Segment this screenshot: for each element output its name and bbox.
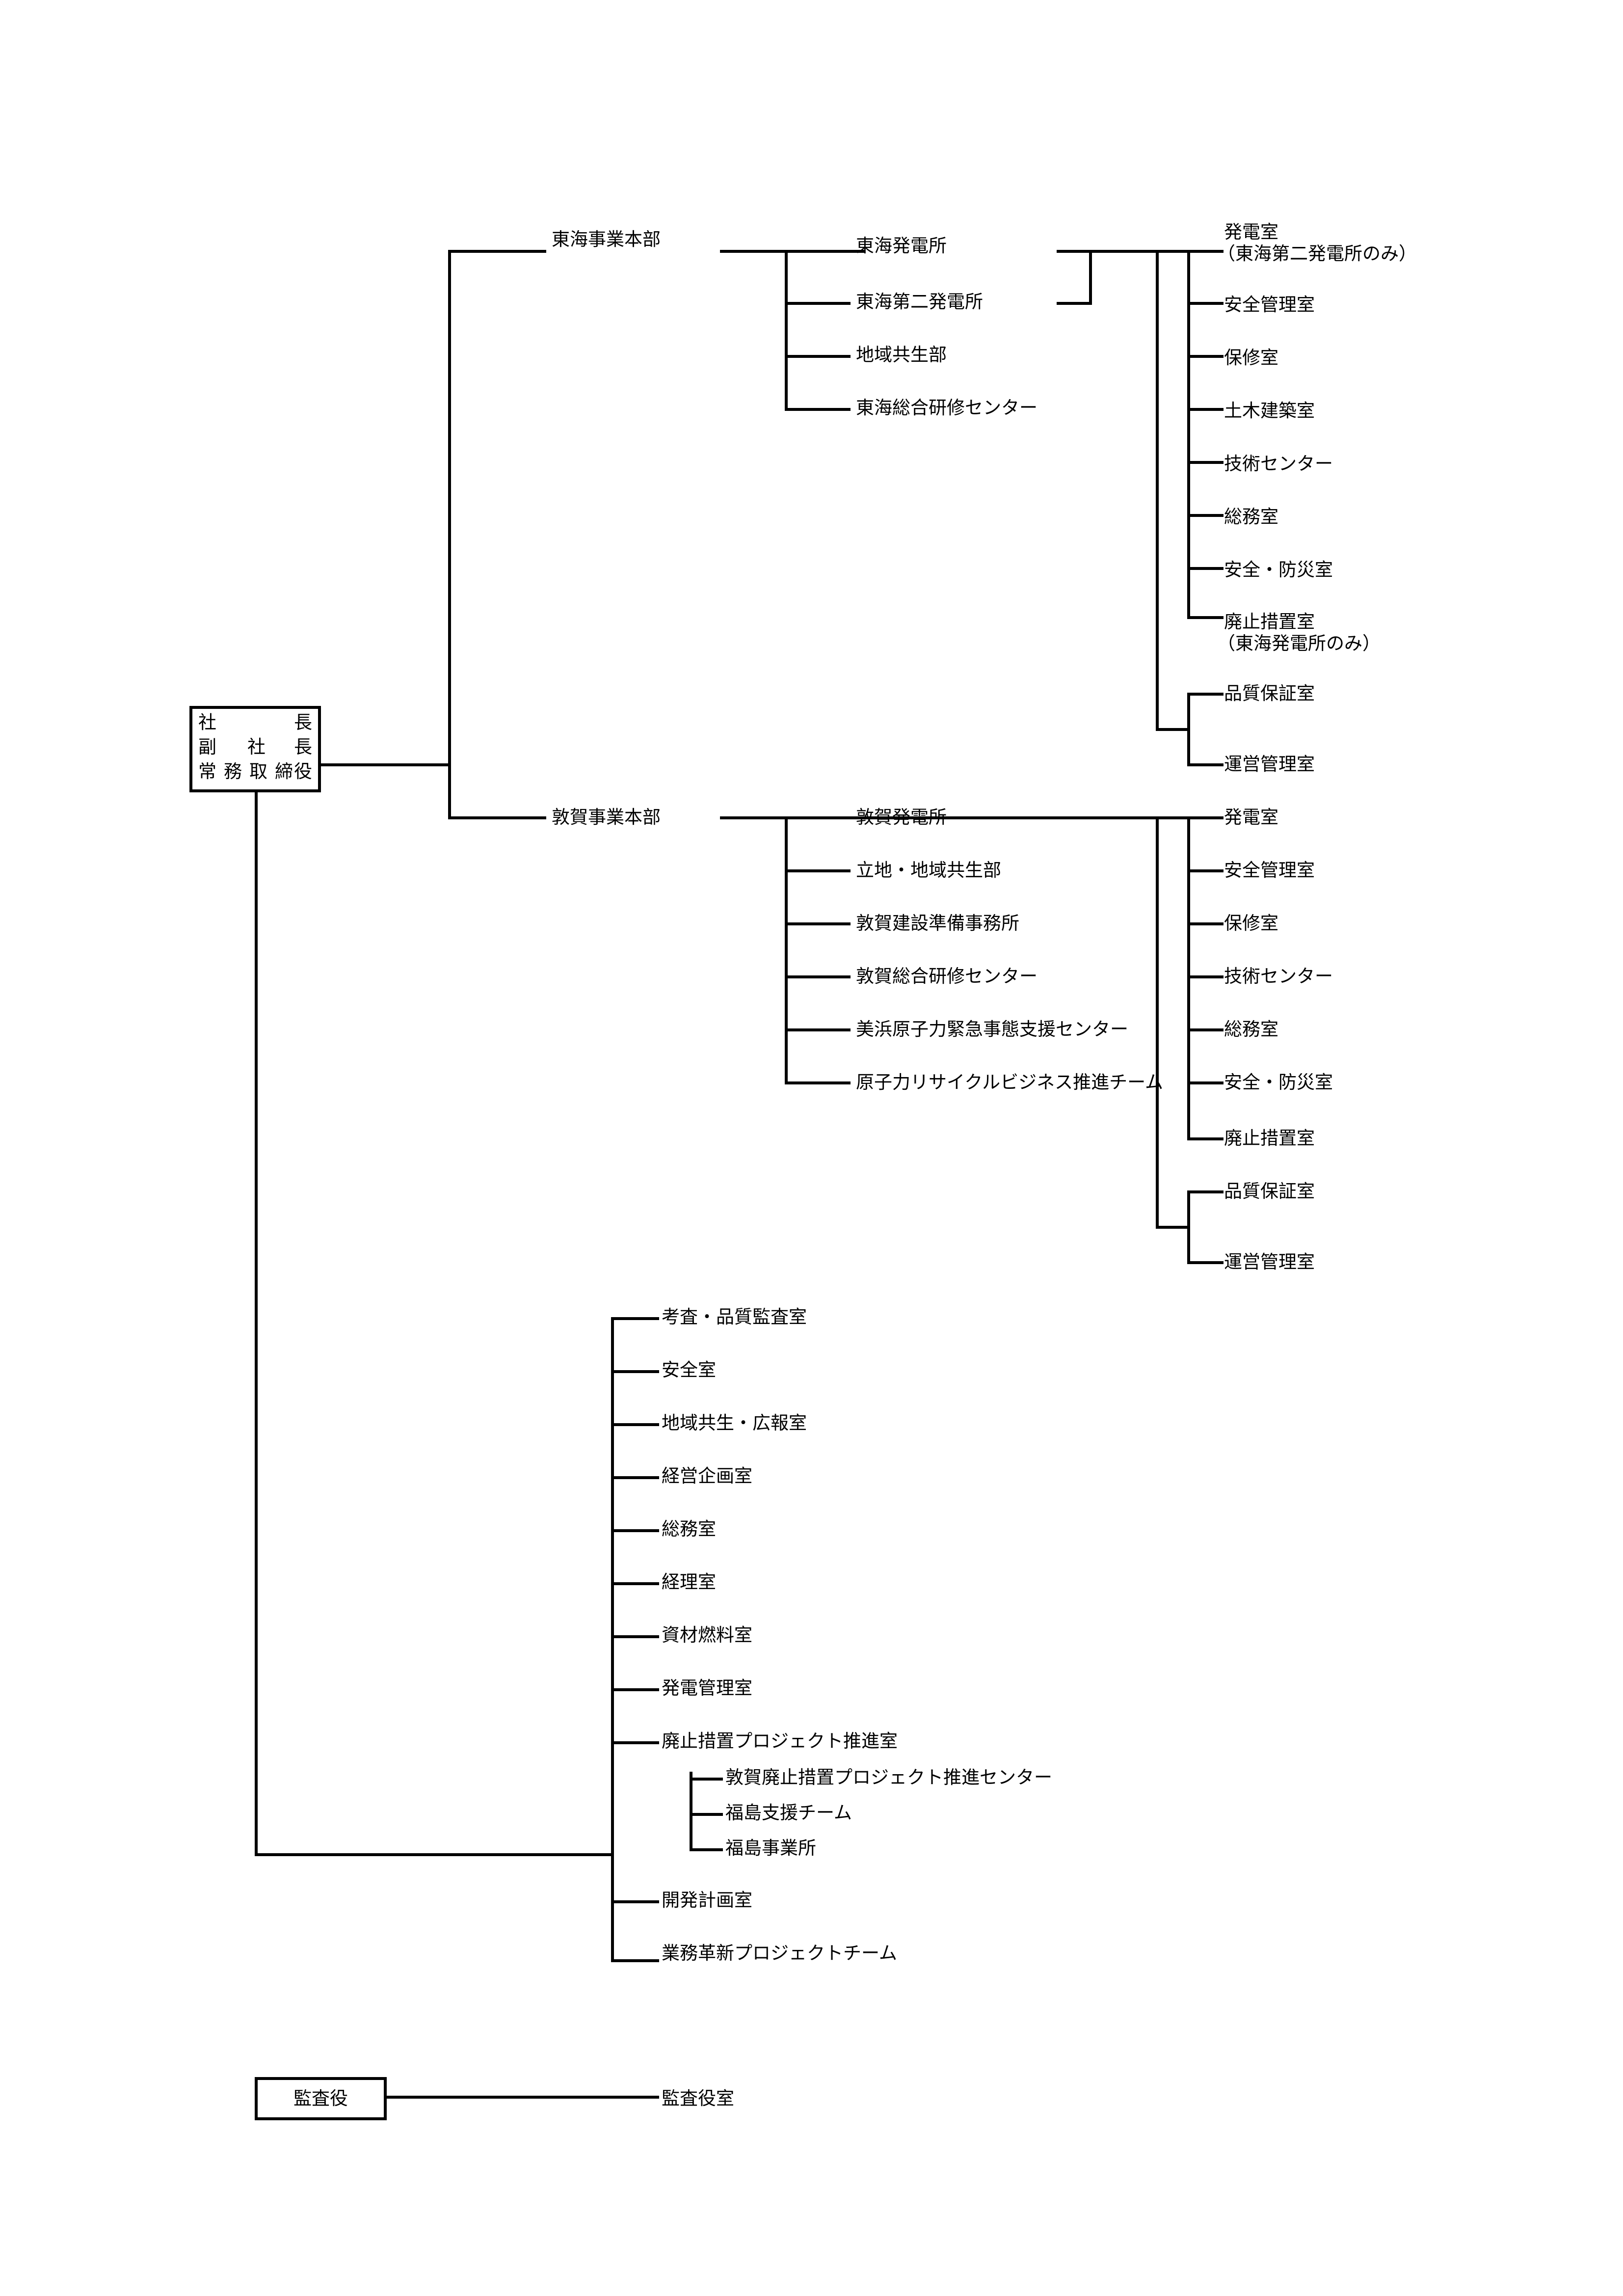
office-safety: 安全室	[662, 1359, 716, 1380]
tokai-division-title: 東海事業本部	[552, 229, 661, 250]
subunit-fukushima-support-team: 福島支援チーム	[725, 1802, 852, 1823]
managing-director-char-5: 役	[294, 761, 312, 782]
vice-president-char-2: 社	[247, 736, 266, 757]
tokai-section-power-generation: 発電室	[1224, 221, 1278, 243]
executive-row-vice-president: 副 社 長	[198, 737, 312, 757]
tsuruga-unit-power-station: 敦賀発電所	[856, 807, 947, 828]
office-audit-quality: 考査・品質監査室	[662, 1306, 807, 1327]
tsuruga-unit-training-center: 敦賀総合研修センター	[856, 966, 1038, 987]
tsuruga-section-quality-assurance: 品質保証室	[1224, 1181, 1315, 1202]
tsuruga-section-technical-center: 技術センター	[1224, 966, 1333, 987]
tokai-section-decommissioning: 廃止措置室	[1224, 611, 1315, 632]
office-corporate-planning: 経営企画室	[662, 1465, 752, 1486]
tokai-section-general-affairs: 総務室	[1224, 506, 1278, 527]
managing-director-char-2: 務	[224, 761, 242, 782]
executive-box: 社 長 副 社 長 常 務 取 締 役	[189, 706, 321, 792]
tsuruga-section-safety-disaster: 安全・防災室	[1224, 1072, 1333, 1093]
tokai-section-note-tokai-only: （東海発電所のみ）	[1217, 633, 1381, 654]
executive-row-president: 社 長	[198, 713, 312, 732]
tsuruga-division-title: 敦賀事業本部	[552, 807, 661, 828]
tokai-unit-training-center: 東海総合研修センター	[856, 397, 1038, 418]
subunit-tsuruga-decommissioning-center: 敦賀廃止措置プロジェクト推進センター	[725, 1767, 1052, 1788]
president-char-2: 長	[294, 712, 312, 733]
office-power-management: 発電管理室	[662, 1677, 752, 1699]
tokai-unit-community-dept: 地域共生部	[856, 344, 947, 365]
tsuruga-section-power-generation: 発電室	[1224, 807, 1278, 828]
tsuruga-section-safety-management: 安全管理室	[1224, 860, 1315, 881]
office-development-planning: 開発計画室	[662, 1890, 752, 1911]
vice-president-char-1: 副	[198, 736, 216, 757]
tsuruga-section-general-affairs: 総務室	[1224, 1019, 1278, 1040]
tsuruga-section-decommissioning: 廃止措置室	[1224, 1128, 1315, 1149]
auditor-label: 監査役	[293, 2088, 348, 2109]
managing-director-char-3: 取	[249, 761, 267, 782]
president-char-1: 社	[198, 712, 216, 733]
auditor-office: 監査役室	[662, 2088, 734, 2109]
office-materials-fuel: 資材燃料室	[662, 1624, 752, 1646]
tokai-section-operations-management: 運営管理室	[1224, 754, 1315, 775]
executive-row-managing-director: 常 務 取 締 役	[198, 762, 312, 782]
office-decommissioning-project: 廃止措置プロジェクト推進室	[662, 1730, 898, 1752]
tokai-section-note-tokai2-only: （東海第二発電所のみ）	[1217, 243, 1417, 264]
tokai-section-technical-center: 技術センター	[1224, 453, 1333, 474]
tokai-section-safety-management: 安全管理室	[1224, 294, 1315, 315]
tsuruga-unit-siting-community-dept: 立地・地域共生部	[856, 860, 1001, 881]
tokai-unit-power-station-2: 東海第二発電所	[856, 291, 983, 312]
managing-director-char-1: 常	[198, 761, 216, 782]
tsuruga-unit-recycle-business-team: 原子力リサイクルビジネス推進チーム	[856, 1072, 1164, 1093]
tsuruga-unit-mihama-emergency-center: 美浜原子力緊急事態支援センター	[856, 1019, 1128, 1040]
tokai-section-quality-assurance: 品質保証室	[1224, 683, 1315, 704]
office-accounting: 経理室	[662, 1571, 716, 1593]
managing-director-char-4: 締	[275, 761, 293, 782]
office-business-innovation-team: 業務革新プロジェクトチーム	[662, 1943, 897, 1964]
tokai-section-civil-architecture: 土木建築室	[1224, 400, 1315, 421]
tokai-unit-power-station: 東海発電所	[856, 235, 947, 256]
tokai-section-maintenance: 保修室	[1224, 347, 1278, 368]
tsuruga-section-operations-management: 運営管理室	[1224, 1251, 1315, 1272]
office-general-affairs: 総務室	[662, 1518, 716, 1540]
vice-president-char-3: 長	[294, 736, 312, 757]
subunit-fukushima-office: 福島事業所	[725, 1837, 816, 1859]
tsuruga-section-maintenance: 保修室	[1224, 913, 1278, 934]
tsuruga-unit-construction-prep-office: 敦賀建設準備事務所	[856, 913, 1019, 934]
auditor-box: 監査役	[255, 2077, 387, 2120]
office-community-pr: 地域共生・広報室	[662, 1412, 807, 1433]
tokai-section-safety-disaster: 安全・防災室	[1224, 559, 1333, 580]
